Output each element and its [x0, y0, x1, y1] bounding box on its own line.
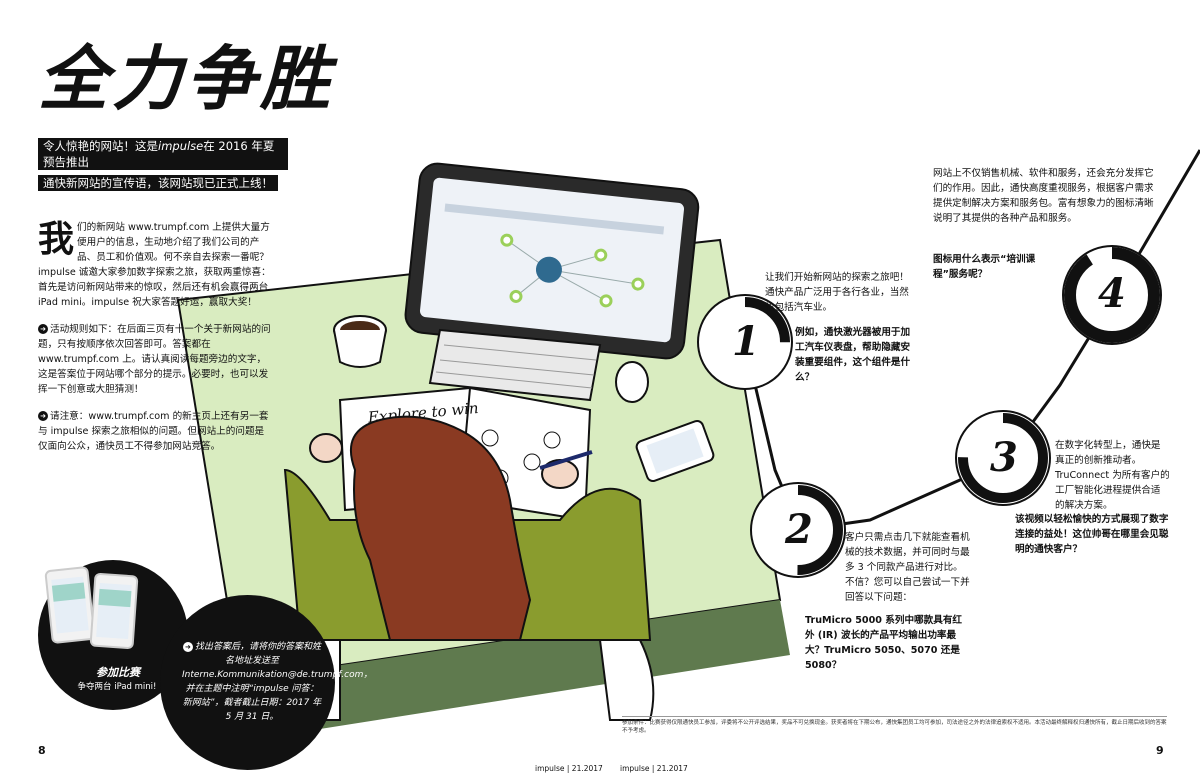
mouse	[615, 361, 649, 403]
question-1-text: 让我们开始新网站的探索之旅吧！通快产品广泛用于各行各业，当然也包括汽车业。 例如…	[765, 270, 915, 385]
question-4-circle	[1062, 245, 1162, 345]
rules-paragraph: ➜活动规则如下：在后面三页有十一个关于新网站的问题，只有按顺序依次回答即可。答案…	[38, 324, 271, 395]
book-title: Explore to win	[366, 399, 479, 427]
question-3-text: 在数字化转型上，通快是真正的创新推动者。TruConnect 为所有客户的工厂智…	[1055, 440, 1170, 511]
monitor-screen	[419, 177, 685, 343]
question-2-text: 客户只需点击几下就能查看机械的技术数据，并可同时与最多 3 个同款产品进行对比。…	[805, 532, 970, 671]
progress-ring	[753, 485, 843, 575]
keyboard	[428, 328, 602, 402]
hand-right	[541, 459, 579, 489]
arrow-bullet-icon: ➜	[38, 411, 48, 421]
intro-column: 我们的新网站 www.trumpf.com 上提供大量方便用户的信息，生动地介绍…	[38, 220, 273, 466]
promo-subtitle: 争夺两台 iPad mini!	[77, 682, 157, 692]
open-book	[338, 386, 592, 522]
deck: 令人惊艳的网站！这是impulse在 2016 年夏预告推出 通快新网站的宣传语…	[38, 138, 288, 193]
hair	[350, 415, 532, 641]
running-footer-left: impulse | 21.2017	[535, 764, 603, 773]
phone	[635, 419, 715, 483]
question-1-number: 1	[732, 318, 760, 365]
note-paragraph: ➜请注意：www.trumpf.com 的新主页上还有另一套与 impulse …	[38, 411, 269, 452]
running-footer-right: impulse | 21.2017	[620, 764, 688, 773]
footnote: 参加条件：比赛获得仅限通快员工参加，评委将不公开评选结果，奖品不可兑换现金。获奖…	[622, 716, 1167, 735]
question-2-number: 2	[785, 506, 813, 553]
question-4-number: 4	[1098, 270, 1126, 317]
hand-left	[309, 433, 343, 463]
page-number-left: 8	[38, 744, 46, 757]
promo-title: 参加比赛	[96, 666, 140, 679]
arrow-bullet-icon: ➜	[38, 324, 48, 334]
question-1-prompt: 例如，通快激光器被用于加工汽车仪表盘，帮助隐藏安装重要组件，这个组件是什么？	[795, 327, 911, 383]
promo-instructions: ➜找出答案后，请将你的答案和姓名地址发送至 Interne.Kommunikat…	[182, 641, 373, 722]
monitor	[404, 162, 700, 360]
question-2-prompt: TruMicro 5000 系列中哪款具有红外 (IR) 波长的产品平均输出功率…	[805, 615, 963, 671]
question-4-prompt: 图标用什么表示“培训课程”服务呢？	[933, 254, 1036, 280]
question-2-circle	[750, 482, 846, 578]
question-3-circle	[955, 410, 1051, 506]
coffee-cup	[333, 315, 387, 345]
question-3-number: 3	[990, 434, 1018, 481]
intro-paragraph: 我们的新网站 www.trumpf.com 上提供大量方便用户的信息，生动地介绍…	[38, 218, 271, 308]
screen-network	[500, 233, 645, 308]
progress-ring	[1064, 247, 1160, 343]
question-4-text: 网站上不仅销售机械、软件和服务，还会充分发挥它们的作用。因此，通快高度重视服务，…	[933, 168, 1154, 224]
progress-ring	[958, 413, 1048, 503]
monitor-stand	[505, 345, 590, 395]
dropcap: 我	[38, 218, 75, 260]
deck-line-1: 令人惊艳的网站！这是impulse在 2016 年夏预告推出	[38, 138, 288, 170]
arrow-bullet-icon: ➜	[182, 641, 193, 652]
promo-info-circle	[160, 595, 335, 770]
pen	[539, 450, 593, 470]
headline: 全力争胜	[38, 37, 334, 120]
progress-ring	[700, 297, 790, 387]
tablet-image	[89, 572, 139, 650]
question-1-circle	[697, 294, 793, 390]
question-3-prompt: 该视频以轻松愉快的方式展现了数字连接的益处！这位帅哥在哪里会见聪明的通快客户？	[1015, 514, 1169, 555]
tablet-image	[44, 565, 96, 645]
page-number-right: 9	[1156, 744, 1164, 757]
sweater	[283, 468, 652, 641]
deck-line-2: 通快新网站的宣传语，该网站现已正式上线！	[38, 175, 278, 191]
